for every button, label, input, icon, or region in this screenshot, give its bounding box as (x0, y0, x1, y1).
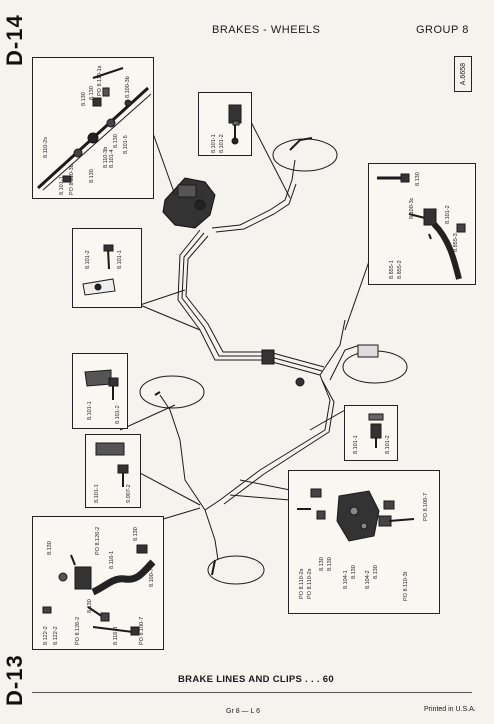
label: 8.130 (47, 541, 53, 555)
wheel-rear-left (207, 555, 265, 585)
label: 8.101-2 (445, 205, 451, 224)
label: 8.101-4 (109, 149, 115, 168)
label: 8.101-2 (219, 134, 225, 153)
inset-right-clip: 8.101-1 8.101-2 (344, 405, 398, 461)
inset-left-clip-b: 8.101-1 8.101-2 (72, 353, 128, 429)
label: 8.104-1 (343, 570, 349, 589)
label: 8.122-2 (43, 626, 49, 645)
label: PO 8.110-1s (97, 65, 103, 96)
page-title: BRAKES - WHEELS (212, 24, 321, 36)
label: 8.101-1 (211, 134, 217, 153)
inset-left-clip-c: 8.101-1 9.007-2 (85, 434, 141, 508)
inset-top-center: 8.101-1 8.101-2 (198, 92, 252, 156)
label: 8.101-2 (385, 435, 391, 454)
group-label: GROUP 8 (416, 24, 469, 36)
label: PO 8.100-7 (139, 617, 145, 645)
label: 8.101-1 (117, 250, 123, 269)
master-cylinder (162, 177, 216, 229)
label: 8.101-1 (59, 176, 65, 195)
label: 8.130 (415, 172, 421, 186)
junction-block (261, 349, 275, 365)
label: 8.130 (133, 527, 139, 541)
label: 8.130 (373, 565, 379, 579)
label: 8.104-2 (365, 570, 371, 589)
label: 8.110-3b (103, 147, 109, 168)
label: PO 8.126-2 (95, 527, 101, 555)
label: 8.116-1 (109, 551, 115, 569)
tee-fitting (295, 377, 305, 387)
label: 8.130 (327, 557, 333, 571)
label: PO 8.110-3b (69, 164, 75, 195)
label: PO 8.100-7 (423, 493, 429, 521)
label: 8.130 (113, 134, 119, 148)
label: PO 8.110-3t (403, 571, 409, 601)
inset-right-hose: 8.130 8.100-3c 8.101-2 8.855-3 8.855-1 8… (368, 163, 476, 285)
label: 8.122-2 (53, 626, 59, 645)
label: 9.007-2 (126, 484, 132, 503)
label: 8.110-2s (43, 137, 49, 158)
label: 8.130 (87, 599, 93, 613)
label: 8.116-3 (113, 627, 119, 645)
footer-page-ref: Gr 8 — L 6 (226, 708, 260, 715)
label: 8.855-3 (453, 233, 459, 252)
footer-printed: Printed in U.S.A. (424, 706, 476, 713)
inset-top-left: 8.110-2s 8.130 8.130 PO 8.110-1s 8.100-3… (32, 57, 154, 199)
label: 8.101-2 (85, 250, 91, 269)
label: 8.130 (319, 557, 325, 571)
reference-code-box: A.6658 (454, 56, 472, 92)
label: 8.100-7 (149, 568, 155, 587)
figure-caption: BRAKE LINES AND CLIPS . . . 60 (178, 674, 334, 685)
label: 8.101-1 (353, 435, 359, 454)
label: 8.100-3b (125, 76, 131, 98)
inset-bottom-left: 8.130 PO 8.126-2 8.116-1 8.130 8.100-7 8… (32, 516, 164, 650)
label: 8.101-1 (94, 484, 100, 503)
label: 8.130 (81, 92, 87, 106)
footer-rule (32, 692, 472, 693)
label: 8.130 (89, 86, 95, 100)
label: 8.101-5 (123, 135, 129, 154)
label: 8.101-1 (87, 401, 93, 420)
label: PO 8.110-2s (299, 568, 305, 599)
label: 8.100-3c (409, 197, 415, 219)
label: PO 8.110-2s (307, 568, 313, 599)
label: 8.855-2 (397, 260, 403, 279)
inset-top-left-labels: 8.110-2s 8.130 8.130 PO 8.110-1s 8.100-3… (43, 65, 131, 195)
label: PO 8.126-2 (75, 617, 81, 645)
label: 8.130 (351, 565, 357, 579)
inset-left-clip-a: 8.101-2 8.101-1 (72, 228, 142, 308)
wheel-front-left (139, 375, 205, 409)
label: 8.855-1 (389, 260, 395, 279)
label: 8.101-2 (115, 405, 121, 424)
inset-bottom-right: PO 8.100-7 PO 8.110-2s PO 8.110-2s 8.130… (288, 470, 440, 614)
wheel-front-right (272, 138, 338, 172)
label: 8.130 (89, 169, 95, 183)
